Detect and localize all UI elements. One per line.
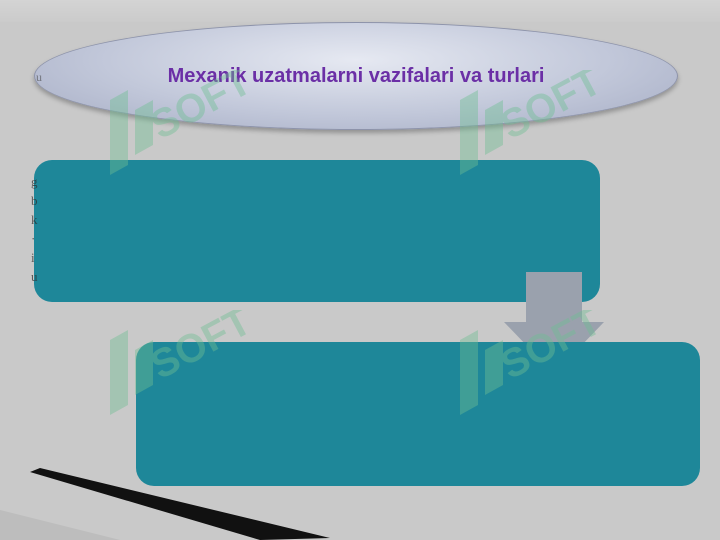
content-box-1 xyxy=(34,160,600,302)
decorative-wedge xyxy=(0,468,330,540)
glyph-artifact: u xyxy=(36,70,42,84)
slide-title: Mexanik uzatmalarni vazifalari va turlar… xyxy=(167,64,545,87)
title-ellipse: Mexanik uzatmalarni vazifalari va turlar… xyxy=(34,22,678,130)
down-arrow-icon xyxy=(504,272,604,374)
top-strip xyxy=(0,0,720,22)
content-box-2 xyxy=(136,342,700,486)
